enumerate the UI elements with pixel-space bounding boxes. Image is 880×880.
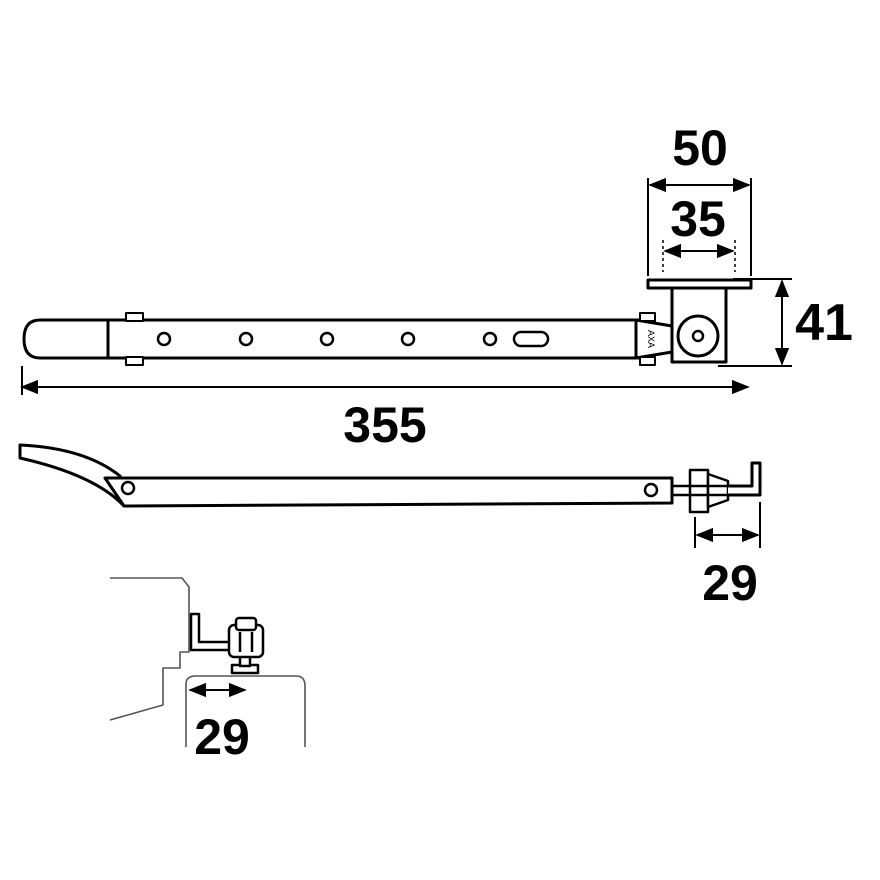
- dim-label-29-installed: 29: [194, 709, 250, 765]
- dim-label-50: 50: [672, 120, 728, 176]
- installed-pin: [189, 612, 265, 675]
- arm-clip-top: [639, 312, 656, 322]
- arm-clip-bottom: [125, 356, 144, 366]
- arm-clip-bottom: [639, 356, 656, 366]
- arm-hole: [400, 331, 416, 347]
- side-hole: [643, 482, 659, 498]
- arm-clip-top: [125, 312, 144, 322]
- dim-41: [718, 278, 792, 367]
- arm-hole: [156, 331, 172, 347]
- stay-arm-side-view: [18, 443, 762, 514]
- arm-bar: [106, 318, 640, 360]
- side-hook-pin: [728, 461, 762, 497]
- side-curved-end: [18, 443, 126, 508]
- side-pin-plate: [688, 468, 710, 514]
- frame-profile: [109, 577, 190, 721]
- arm-slot: [512, 330, 550, 348]
- arm-rounded-end: [22, 318, 110, 360]
- dim-355: [20, 366, 750, 395]
- arm-hole: [482, 331, 498, 347]
- dim-label-35: 35: [670, 191, 726, 247]
- installed-cap: [234, 616, 258, 632]
- arm-hole: [238, 331, 254, 347]
- dim-50: [647, 177, 752, 276]
- stay-arm-top-view: [22, 312, 674, 366]
- pivot-center: [691, 329, 705, 343]
- window-frame-section: [109, 577, 306, 747]
- dim-label-29-side: 29: [702, 555, 758, 611]
- sill-profile: [185, 675, 306, 747]
- brand-label: AXA: [646, 330, 656, 348]
- side-pin-cone: [706, 472, 730, 509]
- arm-hole: [319, 331, 335, 347]
- side-hole: [120, 480, 136, 496]
- dim-label-355: 355: [343, 397, 426, 453]
- pivot-bracket-top-view: [646, 278, 753, 364]
- dim-35: [662, 240, 736, 272]
- dim-29-side: [694, 502, 761, 548]
- side-bar: [103, 476, 674, 508]
- dim-label-41: 41: [795, 294, 853, 352]
